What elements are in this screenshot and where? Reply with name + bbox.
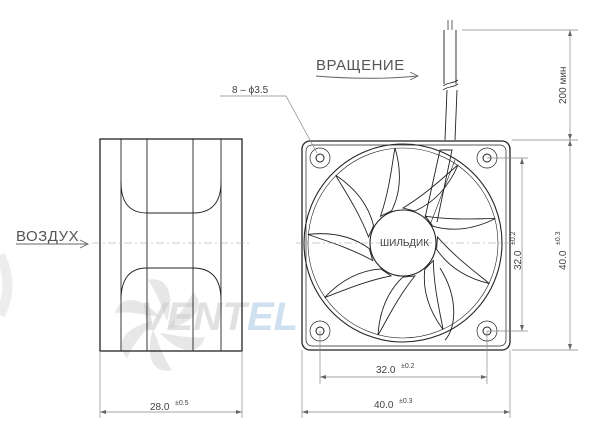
holes-leader	[220, 95, 318, 154]
rotation-arrow	[315, 71, 420, 81]
depth-tolerance: ±0.5	[175, 400, 189, 407]
hole-spacing-v-dimension	[487, 157, 528, 332]
holes-callout: 8 – ϕ3.5	[232, 85, 269, 96]
air-arrow	[16, 239, 90, 249]
width-tolerance: ±0.3	[399, 398, 413, 405]
hole-spacing-v-tolerance: ±0.2	[510, 231, 517, 245]
mounting-hole-tl	[309, 147, 331, 169]
air-label: ВОЗДУХ	[16, 228, 79, 245]
hole-spacing-h-tolerance: ±0.2	[401, 363, 415, 370]
front-view	[296, 140, 512, 351]
depth-dimension	[99, 351, 243, 418]
width-dimension	[301, 350, 511, 418]
cable	[442, 20, 459, 141]
height-tolerance: ±0.3	[555, 231, 562, 245]
hole-spacing-h-value: 32.0	[376, 365, 396, 376]
fan-blades	[307, 147, 496, 336]
height-value: 40.0	[558, 250, 569, 270]
nameplate-label: ШИЛЬДИК	[380, 238, 429, 249]
wire-length-value: 200 мин	[558, 67, 569, 104]
watermark-text-el: EL	[247, 295, 298, 339]
height-dimension	[512, 140, 578, 351]
depth-value: 28.0	[150, 402, 170, 413]
width-value: 40.0	[374, 400, 394, 411]
watermark-text-vent: VENT	[140, 295, 250, 339]
wire-length-dimension	[462, 29, 578, 141]
watermark-fan-logo	[0, 252, 205, 371]
hole-spacing-h-dimension	[319, 331, 488, 384]
side-view	[92, 138, 250, 352]
rotation-label: ВРАЩЕНИЕ	[316, 57, 405, 74]
hole-spacing-v-value: 32.0	[513, 250, 524, 270]
